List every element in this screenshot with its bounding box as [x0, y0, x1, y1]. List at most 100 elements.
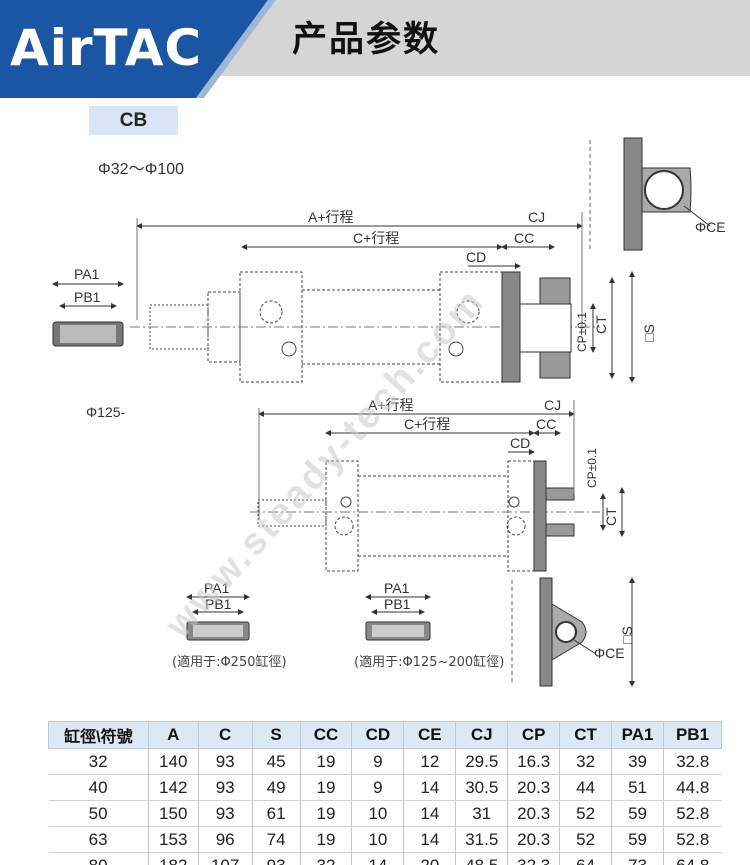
dim-a-stroke-bottom: A+行程 [368, 397, 414, 413]
col-header-cd: CD [351, 721, 405, 749]
col-header-s: S [251, 721, 301, 749]
col-header-cp: CP [507, 721, 561, 749]
dim-cp-bottom: CP±0.1 [585, 448, 599, 488]
dim-s: □S [641, 324, 657, 342]
table-cell: 20 [403, 852, 456, 865]
table-cell: 31 [455, 800, 508, 827]
dim-pb1-250: PB1 [205, 596, 232, 612]
col-header-ce: CE [403, 721, 457, 749]
table-cell: 12 [403, 748, 456, 775]
table-cell: 14 [403, 826, 456, 853]
table-cell: 93 [197, 800, 253, 827]
table-cell: 40 [48, 774, 149, 801]
watermark: www.steady-tech.com [157, 280, 493, 647]
pin-drawings-bottom: PA1 PB1 PA1 PB1 [186, 580, 431, 641]
dim-cp: CP±0.1 [575, 312, 589, 352]
table-cell: 29.5 [455, 748, 508, 775]
table-cell: 93 [197, 748, 253, 775]
dim-cj: CJ [528, 209, 545, 225]
table-cell: 20.3 [507, 800, 560, 827]
dim-pa1: PA1 [74, 266, 100, 282]
dim-cc: CC [514, 230, 534, 246]
table-cell: 93 [197, 774, 253, 801]
table-cell: 142 [147, 774, 199, 801]
table-cell: 107 [197, 852, 253, 865]
table-cell: 74 [251, 826, 301, 853]
dim-cd: CD [466, 249, 486, 265]
dim-pa1-250: PA1 [204, 580, 230, 596]
table-cell: 52 [559, 826, 612, 853]
table-cell: 49 [251, 774, 301, 801]
table-cell: 31.5 [455, 826, 508, 853]
table-cell: 32.3 [507, 852, 560, 865]
table-cell: 52.8 [663, 826, 722, 853]
col-header-a: A [147, 721, 199, 749]
col-header-pa1: PA1 [611, 721, 664, 749]
table-cell: 19 [299, 826, 352, 853]
table-cell: 61 [251, 800, 301, 827]
note-pin-125-200: (適用于:Φ125~200缸徑) [354, 655, 505, 670]
table-cell: 32.8 [663, 748, 722, 775]
table-cell: 48.5 [455, 852, 508, 865]
table-cell: 20.3 [507, 774, 560, 801]
col-header-pb1: PB1 [663, 721, 722, 749]
dim-s-bottom: □S [619, 626, 635, 644]
table-cell: 182 [147, 852, 199, 865]
table-cell: 19 [299, 774, 352, 801]
dim-c-stroke: C+行程 [353, 230, 399, 246]
table-cell: 96 [197, 826, 253, 853]
col-header-cj: CJ [455, 721, 509, 749]
col-header-cc: CC [299, 721, 353, 749]
table-cell: 45 [251, 748, 301, 775]
table-cell: 63 [48, 826, 149, 853]
table-cell: 59 [611, 826, 664, 853]
table-cell: 44.8 [663, 774, 722, 801]
dim-a-stroke: A+行程 [308, 209, 354, 225]
table-cell: 64 [559, 852, 612, 865]
bottom-cylinder-drawing [250, 460, 600, 572]
table-cell: 30.5 [455, 774, 508, 801]
dim-pa1-125: PA1 [384, 580, 410, 596]
table-cell: 140 [147, 748, 199, 775]
table-cell: 19 [299, 800, 352, 827]
bottom-dimensions: A+行程 C+行程 CJ CC CD CP±0.1 CT [258, 397, 625, 537]
table-cell: 52 [559, 800, 612, 827]
table-cell: 14 [403, 800, 456, 827]
table-cell: 32 [48, 748, 149, 775]
dim-c-stroke-bottom: C+行程 [404, 416, 450, 432]
table-cell: 64.8 [663, 852, 722, 865]
dim-ct-bottom: CT [603, 507, 619, 526]
table-cell: 50 [48, 800, 149, 827]
table-cell: 93 [251, 852, 301, 865]
bore-range-large: Φ125- [86, 404, 126, 420]
dim-cd-bottom: CD [510, 435, 530, 451]
technical-drawing: A+行程 C+行程 CJ CC CD CP±0.1 CT □S PA1 PB1 … [52, 137, 726, 687]
bore-range-small: Φ32～Φ100 [98, 161, 185, 178]
dim-pb1-125: PB1 [384, 596, 411, 612]
table-cell: 32 [559, 748, 612, 775]
spec-table-wrap: 缸徑\符號 A C S CC CD CE CJ CP CT PA1 PB1 32… [48, 721, 722, 865]
dim-ce-bottom: ΦCE [594, 645, 625, 661]
table-cell: 10 [351, 800, 404, 827]
table-cell: 19 [299, 748, 352, 775]
table-cell: 150 [147, 800, 199, 827]
table-cell: 73 [611, 852, 664, 865]
dim-pb1: PB1 [74, 289, 101, 305]
dim-ce-top: ΦCE [695, 219, 726, 235]
note-pin-250: (適用于:Φ250缸徑) [172, 655, 287, 670]
table-cell: 14 [351, 852, 404, 865]
table-cell: 52.8 [663, 800, 722, 827]
header: AirTAC 产品参数 [0, 0, 750, 98]
table-cell: 51 [611, 774, 664, 801]
table-cell: 14 [403, 774, 456, 801]
table-cell: 10 [351, 826, 404, 853]
table-cell: 20.3 [507, 826, 560, 853]
table-cell: 59 [611, 800, 664, 827]
table-header-row: 缸徑\符號 A C S CC CD CE CJ CP CT PA1 PB1 [48, 721, 722, 749]
